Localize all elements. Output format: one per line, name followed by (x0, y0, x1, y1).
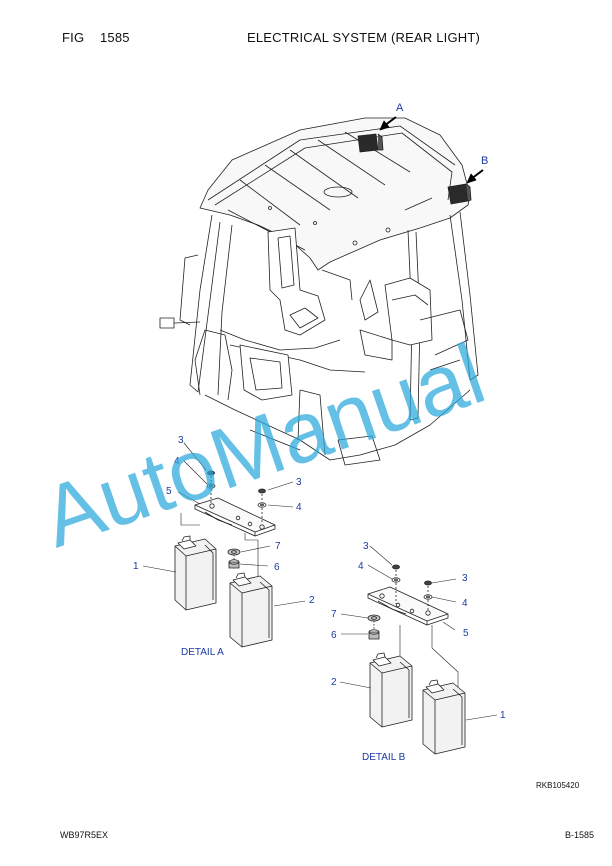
callout-b-label: B (481, 155, 488, 167)
detail-a-part-2: 2 (309, 595, 315, 606)
detail-b-part-4-right: 4 (462, 598, 468, 609)
detail-b-part-6: 6 (331, 630, 337, 641)
fig-number: 1585 (100, 30, 130, 45)
page-title: ELECTRICAL SYSTEM (REAR LIGHT) (247, 30, 481, 45)
detail-a-drawing (142, 442, 306, 648)
detail-a-part-7: 7 (275, 541, 281, 552)
detail-b-part-1: 1 (500, 710, 506, 721)
callout-a-label: A (396, 102, 404, 114)
detail-a-part-5: 5 (166, 486, 172, 497)
cab-drawing (159, 117, 479, 466)
detail-a-part-4-upper: 4 (174, 456, 180, 467)
detail-a-part-4-right: 4 (296, 502, 302, 513)
arrow-a-icon (379, 116, 397, 131)
detail-b-part-2: 2 (331, 677, 337, 688)
rear-light-b-on-cab (447, 183, 472, 205)
detail-a-part-6: 6 (274, 562, 280, 573)
detail-a-part-3-right: 3 (296, 477, 302, 488)
rear-light-a-on-cab (357, 133, 384, 153)
footer-model: WB97R5EX (60, 830, 109, 840)
detail-b-part-3-upper: 3 (363, 541, 369, 552)
fig-label: FIG (62, 30, 85, 45)
detail-b-part-5: 5 (463, 628, 469, 639)
detail-b-part-7: 7 (331, 609, 337, 620)
detail-b-part-4-upper: 4 (358, 561, 364, 572)
detail-b-part-3-right: 3 (462, 573, 468, 584)
footer-page: B-1585 (565, 830, 595, 840)
drawing-code: RKB105420 (536, 781, 580, 790)
detail-a-part-3-upper: 3 (178, 435, 184, 446)
arrow-b-icon (466, 169, 484, 184)
detail-a-part-1: 1 (133, 561, 139, 572)
detail-b-title: DETAIL B (362, 752, 406, 763)
detail-b-drawing (339, 545, 498, 755)
detail-a-title: DETAIL A (181, 647, 224, 658)
